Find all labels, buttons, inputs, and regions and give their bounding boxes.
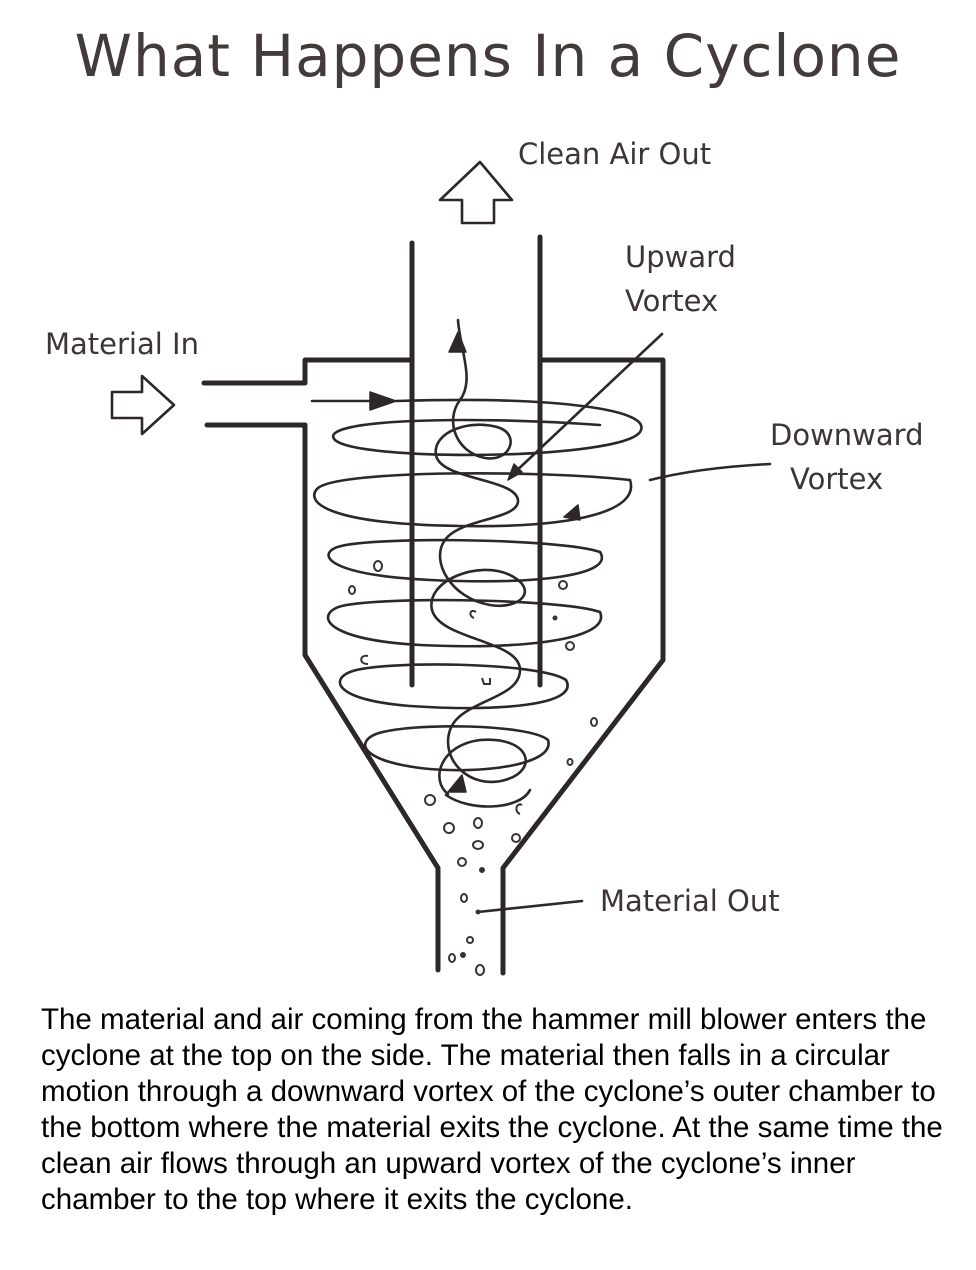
label-downward-vortex-line-1: Downward	[770, 418, 924, 452]
material-particles	[348, 560, 598, 976]
caption-paragraph: The material and air coming from the ham…	[41, 1003, 943, 1216]
clean-air-out-arrow	[438, 160, 514, 225]
downward-vortex-leader	[648, 462, 772, 482]
label-downward-vortex-line-2: Vortex	[790, 461, 884, 496]
cyclone-diagram	[110, 160, 772, 976]
label-material-in: Material In	[45, 327, 199, 361]
upward-vortex-leader	[510, 332, 664, 477]
label-downward-vortex: Downward Vortex	[770, 414, 923, 501]
material-out-leader	[476, 899, 584, 914]
upward-vortex-spiral	[430, 318, 527, 796]
label-clean-air-out: Clean Air Out	[518, 137, 712, 171]
label-upward-vortex-line-1: Upward	[625, 240, 736, 274]
label-material-out: Material Out	[600, 884, 780, 918]
material-in-arrow	[110, 374, 176, 436]
label-upward-vortex: Upward Vortex	[625, 236, 736, 323]
outer-chamber-wall	[302, 357, 415, 386]
diagram-title: What Happens In a Cyclone	[74, 22, 902, 90]
label-upward-vortex-line-2: Vortex	[625, 283, 719, 318]
